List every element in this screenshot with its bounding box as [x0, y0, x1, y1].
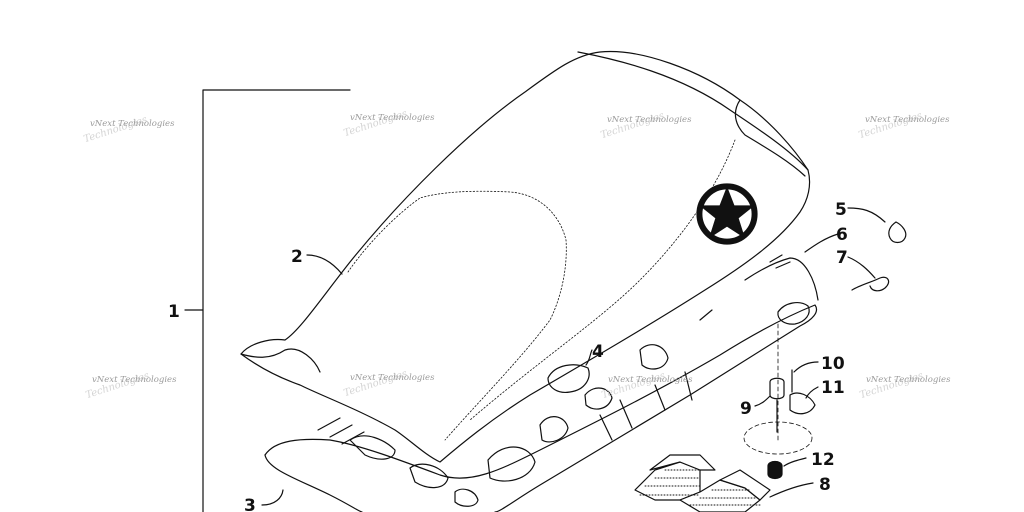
svg-text:vNext Technologies: vNext Technologies	[607, 115, 692, 125]
ring-clip	[888, 221, 907, 244]
callout-layer: 1 2 3 4 5 6 7 8 9 10 11 12	[168, 200, 848, 512]
nut	[767, 460, 783, 480]
callout-8: 8	[819, 475, 831, 495]
leader-3	[261, 489, 284, 506]
leader-12	[783, 457, 807, 467]
pad	[547, 364, 590, 393]
callout-3: 3	[244, 496, 256, 512]
seat-base-edge	[264, 454, 363, 512]
svg-text:vNext Technologies: vNext Technologies	[350, 113, 435, 123]
callout-12: 12	[811, 450, 835, 470]
bolt	[769, 377, 785, 400]
seat-cover	[240, 50, 811, 463]
seat-seam-side	[469, 139, 736, 421]
seat-tail-cap	[577, 51, 809, 171]
callout-6: 6	[836, 225, 848, 245]
base-rib	[699, 254, 791, 321]
base-slot	[409, 463, 449, 489]
washer	[743, 421, 813, 455]
callout-11: 11	[821, 378, 845, 398]
foam-texture	[639, 469, 761, 506]
callout-10: 10	[821, 354, 845, 374]
leader-11	[805, 386, 819, 399]
star-emblem	[696, 183, 758, 245]
leader-4	[585, 349, 593, 366]
callout-9: 9	[740, 399, 752, 419]
svg-text:vNext Technologies: vNext Technologies	[350, 373, 435, 383]
base-slot	[454, 488, 479, 507]
base-slot	[584, 387, 613, 410]
retainer	[789, 392, 816, 415]
base-rib	[599, 371, 693, 441]
foam-block	[634, 454, 771, 512]
base-slot	[487, 446, 536, 482]
callout-7: 7	[836, 248, 848, 268]
base-slot	[349, 435, 396, 460]
seat-front-lip	[240, 348, 321, 373]
callout-1: 1	[168, 302, 180, 322]
leader-5	[847, 207, 886, 223]
base-slot	[639, 344, 669, 370]
base-rib	[317, 417, 365, 445]
svg-text:vNext Technologies: vNext Technologies	[866, 375, 951, 385]
seat-seam-front	[347, 190, 567, 441]
base-slot	[539, 416, 569, 443]
seat-base	[264, 304, 818, 512]
leader-7	[847, 256, 876, 279]
seat-base-rail	[744, 257, 819, 301]
svg-text:vNext Technologies: vNext Technologies	[865, 115, 950, 125]
cable-hook	[851, 276, 890, 292]
assembly-bracket	[202, 89, 351, 512]
svg-text:vNext Technologies: vNext Technologies	[92, 375, 177, 385]
leader-10	[793, 361, 819, 373]
leader-2	[306, 254, 343, 275]
svg-text:vNext Technologies: vNext Technologies	[90, 119, 175, 129]
leader-8	[769, 482, 814, 498]
svg-text:vNext Technologies: vNext Technologies	[608, 375, 693, 385]
latch	[777, 302, 810, 325]
callout-5: 5	[835, 200, 847, 220]
seat-tail-rim	[734, 99, 806, 177]
callout-2: 2	[291, 247, 303, 267]
leader-9	[754, 395, 771, 407]
callout-4: 4	[592, 342, 604, 362]
leader-6	[804, 233, 839, 253]
